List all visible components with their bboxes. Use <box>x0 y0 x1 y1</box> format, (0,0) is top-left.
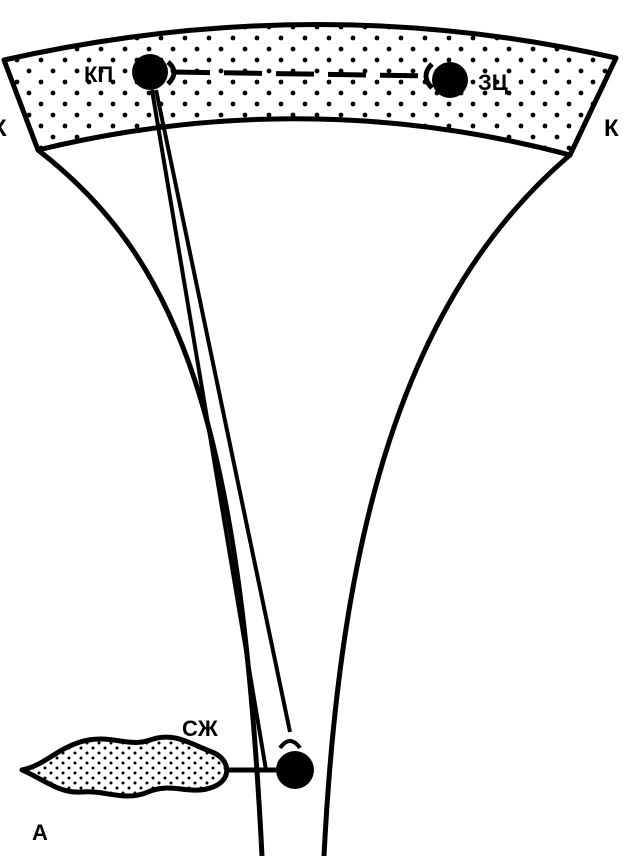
synapse-ending-left <box>166 60 177 86</box>
projection-line-right <box>154 89 292 733</box>
cortex-band <box>1 22 619 158</box>
synapse-ending-right <box>423 62 434 90</box>
label-neuron-left: КП <box>84 62 113 87</box>
label-panel: А <box>32 820 48 845</box>
label-cortex-right: К <box>604 115 619 142</box>
dashed-connection <box>171 69 433 79</box>
label-cortex-left: К <box>0 115 7 142</box>
neuron-bottom <box>276 751 314 789</box>
stalk-right-outline <box>321 153 572 856</box>
projection-line-left <box>150 89 268 771</box>
neuron-right <box>432 62 468 98</box>
label-neuron-right: ЗЦ <box>478 70 508 95</box>
neuron-left <box>132 54 168 90</box>
label-gland: СЖ <box>182 716 218 741</box>
gland-shape <box>19 734 230 799</box>
synapse-ending-bottom <box>278 739 302 750</box>
